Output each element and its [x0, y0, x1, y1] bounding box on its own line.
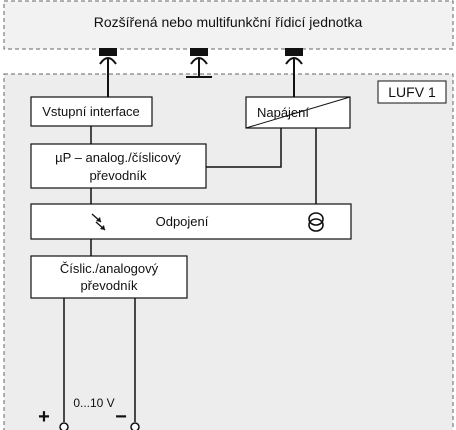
- power-supply-label: Napájení: [257, 105, 309, 120]
- output-minus-sign: −: [115, 406, 127, 428]
- output-plus-sign: +: [38, 406, 50, 428]
- output-terminal-minus: [130, 422, 140, 430]
- control-unit-box: [3, 0, 454, 50]
- connector-power: [285, 48, 303, 97]
- output-terminal-plus: [59, 422, 69, 430]
- module-name-box: [377, 80, 447, 104]
- connector-input: [99, 48, 117, 97]
- isolation-label: Odpojení: [156, 214, 209, 229]
- dac-label-line2: převodník: [80, 278, 138, 293]
- optocoupler-icon: [91, 213, 106, 231]
- output-range-label: 0...10 V: [73, 396, 114, 410]
- input-interface-label: Vstupní interface: [42, 104, 140, 119]
- transformer-icon: [308, 212, 324, 232]
- power-supply-diagonal: [245, 96, 351, 129]
- adc-label-line2: převodník: [89, 168, 147, 183]
- module-area: [3, 73, 454, 430]
- dac-label-line1: Číslic./analogový: [60, 261, 159, 276]
- control-unit-label: Rozšířená nebo multifunkční řídicí jedno…: [94, 14, 363, 30]
- connector-ground: [186, 48, 212, 78]
- isolation-block: [30, 203, 352, 240]
- wire-power-adc: [206, 128, 282, 168]
- adc-block: [30, 143, 207, 189]
- dac-block: [30, 255, 188, 299]
- module-name: LUFV 1: [388, 84, 436, 100]
- input-interface-block: [30, 96, 153, 127]
- adc-label-line1: µP – analog./číslicový: [55, 150, 181, 165]
